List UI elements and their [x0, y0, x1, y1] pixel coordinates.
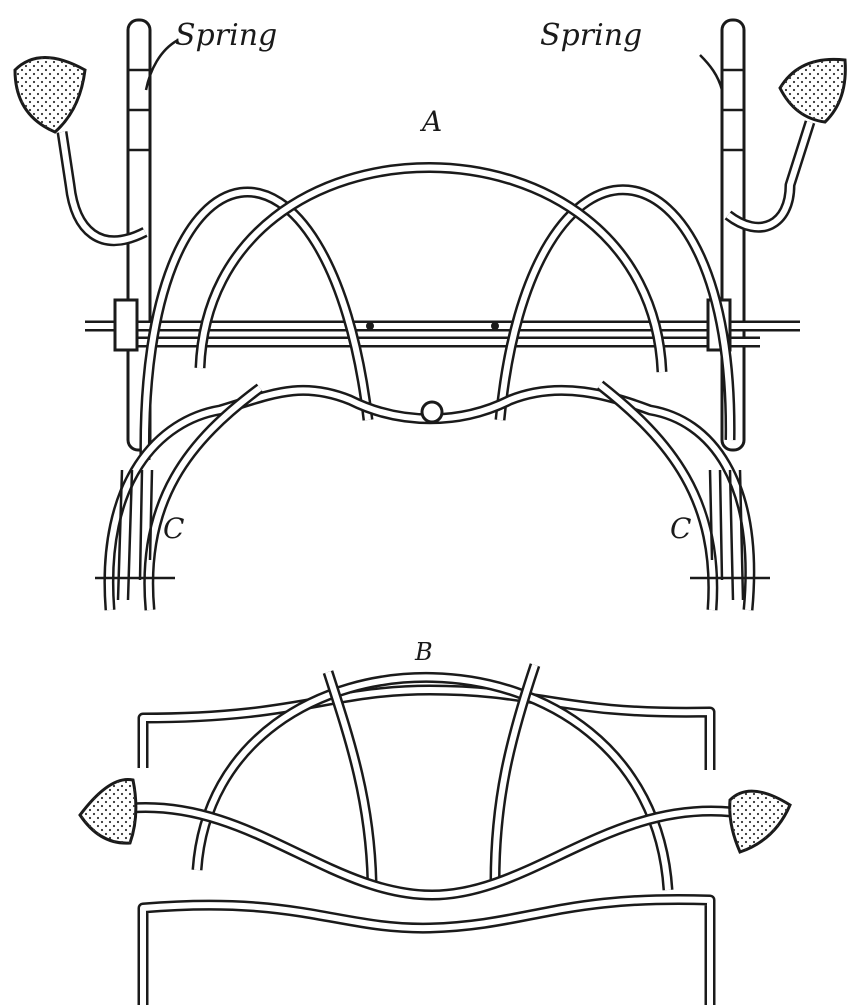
part-c-label-left: C: [163, 512, 185, 545]
part-c-label-right: C: [670, 512, 692, 545]
figure-b-drawing: [78, 663, 792, 1005]
figure-a-drawing: [13, 18, 847, 611]
figure-b-label: B: [415, 638, 433, 666]
spring-label-right: Spring: [540, 18, 643, 53]
spring-label-left: Spring: [175, 18, 278, 53]
figure-a-label: A: [422, 105, 443, 138]
